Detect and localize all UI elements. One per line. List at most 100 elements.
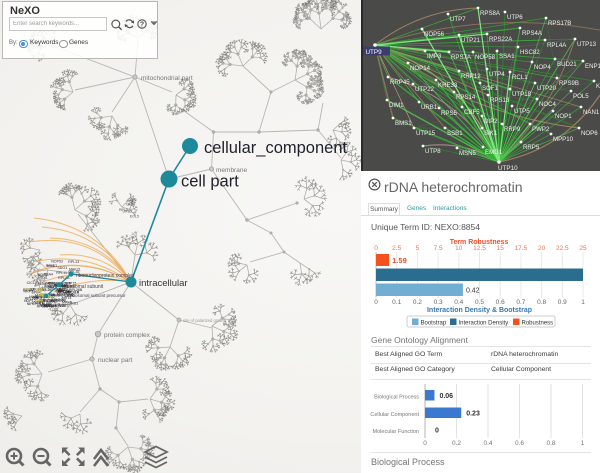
svg-text:PUF6: PUF6: [64, 293, 73, 297]
svg-text:RPL5A: RPL5A: [35, 282, 47, 286]
svg-text:NOP53: NOP53: [51, 259, 63, 263]
svg-text:10: 10: [455, 245, 463, 252]
svg-text:RRP45: RRP45: [390, 79, 410, 86]
svg-text:DIM1: DIM1: [389, 102, 404, 109]
svg-text:protein complex: protein complex: [104, 332, 151, 339]
svg-text:RPL4A: RPL4A: [547, 42, 567, 49]
svg-text:RPL43A: RPL43A: [43, 304, 57, 308]
svg-text:RRP1: RRP1: [24, 290, 34, 294]
svg-text:0.8: 0.8: [537, 299, 546, 306]
svg-text:20: 20: [538, 245, 546, 252]
svg-text:RPL18A: RPL18A: [41, 304, 55, 308]
svg-text:RPL11: RPL11: [56, 271, 67, 275]
svg-text:1: 1: [581, 440, 585, 447]
svg-text:KRE: KRE: [596, 83, 600, 90]
svg-text:15: 15: [497, 245, 505, 252]
svg-text:Biological Process: Biological Process: [374, 395, 419, 401]
svg-text:URB1: URB1: [421, 104, 438, 111]
svg-text:UTP4: UTP4: [489, 71, 505, 78]
svg-text:SOF1: SOF1: [482, 85, 499, 92]
svg-text:NOP4: NOP4: [61, 282, 71, 286]
svg-text:RPL20: RPL20: [58, 290, 69, 294]
svg-text:0.4: 0.4: [483, 440, 492, 447]
svg-text:UTP20: UTP20: [537, 85, 557, 92]
svg-text:Cellular Component: Cellular Component: [370, 412, 419, 418]
svg-text:BUD21: BUD21: [557, 61, 577, 68]
svg-text:0.9: 0.9: [558, 299, 567, 306]
svg-text:ribosomal subunit: ribosomal subunit: [64, 284, 104, 290]
svg-text:RPL26B: RPL26B: [69, 288, 83, 292]
svg-text:RRS1: RRS1: [44, 284, 54, 288]
svg-text:RSA4: RSA4: [44, 273, 53, 277]
svg-text:RPL25: RPL25: [41, 288, 52, 292]
svg-text:Molecular Function: Molecular Function: [373, 429, 419, 435]
svg-text:0: 0: [374, 299, 378, 306]
svg-text:RPL4A: RPL4A: [58, 276, 70, 280]
svg-text:NAN1: NAN1: [583, 109, 600, 116]
svg-text:URB2: URB2: [122, 209, 132, 213]
svg-text:0.4: 0.4: [454, 299, 463, 306]
svg-text:RIX1: RIX1: [39, 276, 47, 280]
svg-text:RPL30: RPL30: [49, 293, 60, 297]
svg-text:0.06: 0.06: [439, 393, 453, 400]
svg-text:0.1: 0.1: [392, 299, 401, 306]
svg-text:RPS14: RPS14: [456, 94, 476, 101]
svg-text:MSN5: MSN5: [459, 150, 477, 157]
svg-text:RPL33A: RPL33A: [60, 294, 74, 298]
svg-text:CBF5: CBF5: [127, 198, 136, 202]
svg-text:0.23: 0.23: [466, 411, 480, 418]
svg-text:0.8: 0.8: [546, 440, 555, 447]
svg-text:0.7: 0.7: [516, 299, 525, 306]
svg-text:NOP56: NOP56: [424, 31, 445, 38]
svg-text:ribosomal subunit precursor: ribosomal subunit precursor: [70, 293, 126, 298]
svg-text:NOP14: NOP14: [410, 65, 431, 72]
svg-text:NOP4: NOP4: [534, 64, 551, 71]
svg-text:RPL42B: RPL42B: [57, 291, 71, 295]
svg-text:0: 0: [423, 440, 427, 447]
svg-text:PWP2: PWP2: [532, 126, 550, 133]
svg-text:RRP12: RRP12: [461, 73, 481, 80]
svg-text:SSA1: SSA1: [499, 53, 515, 60]
svg-text:NOC3: NOC3: [46, 302, 56, 306]
svg-text:Interaction Density: Interaction Density: [459, 321, 509, 327]
svg-text:1: 1: [581, 299, 585, 306]
svg-text:RPS13: RPS13: [490, 97, 510, 104]
svg-text:25: 25: [579, 245, 587, 252]
svg-text:REI1: REI1: [67, 294, 75, 298]
svg-text:?: ?: [140, 22, 144, 29]
svg-text:NOP1: NOP1: [555, 113, 572, 120]
svg-text:MPP10: MPP10: [553, 136, 574, 143]
svg-text:cell part: cell part: [181, 173, 239, 191]
svg-text:site of polarized growth: site of polarized growth: [183, 318, 227, 323]
svg-text:RPS4A: RPS4A: [522, 30, 543, 37]
svg-text:NOG1: NOG1: [46, 281, 56, 285]
svg-text:NOC4: NOC4: [539, 101, 557, 108]
svg-text:0.5: 0.5: [475, 299, 484, 306]
svg-text:RPL11B: RPL11B: [66, 291, 80, 295]
svg-text:Interaction Density & Bootstra: Interaction Density & Bootstrap: [427, 307, 532, 314]
svg-text:RPF2: RPF2: [44, 305, 53, 309]
svg-text:SSB1: SSB1: [447, 130, 463, 137]
svg-text:UTP13: UTP13: [577, 41, 597, 48]
svg-text:NOG2: NOG2: [38, 273, 48, 277]
svg-text:DRS1: DRS1: [69, 301, 79, 305]
svg-text:SDO1: SDO1: [57, 266, 67, 270]
svg-text:TIF6: TIF6: [37, 301, 44, 305]
svg-text:UTP10: UTP10: [498, 165, 518, 171]
svg-text:UTP21: UTP21: [461, 37, 481, 44]
svg-text:RPL16B: RPL16B: [25, 296, 39, 300]
svg-text:BMS1: BMS1: [395, 120, 412, 127]
svg-text:0.3: 0.3: [434, 299, 443, 306]
svg-text:ERB1: ERB1: [50, 293, 59, 297]
svg-text:1.59: 1.59: [392, 256, 407, 265]
svg-text:NUG1: NUG1: [57, 288, 67, 292]
svg-text:MAK5: MAK5: [62, 301, 72, 305]
svg-text:7.5: 7.5: [434, 245, 443, 252]
svg-text:NOP2: NOP2: [59, 303, 69, 307]
svg-text:0: 0: [374, 245, 378, 252]
svg-text:RPL5B: RPL5B: [58, 290, 70, 294]
svg-text:RPS5: RPS5: [441, 110, 458, 117]
svg-text:RRP5: RRP5: [523, 144, 540, 151]
svg-text:2.5: 2.5: [392, 245, 401, 252]
svg-text:KRE33: KRE33: [438, 82, 458, 89]
